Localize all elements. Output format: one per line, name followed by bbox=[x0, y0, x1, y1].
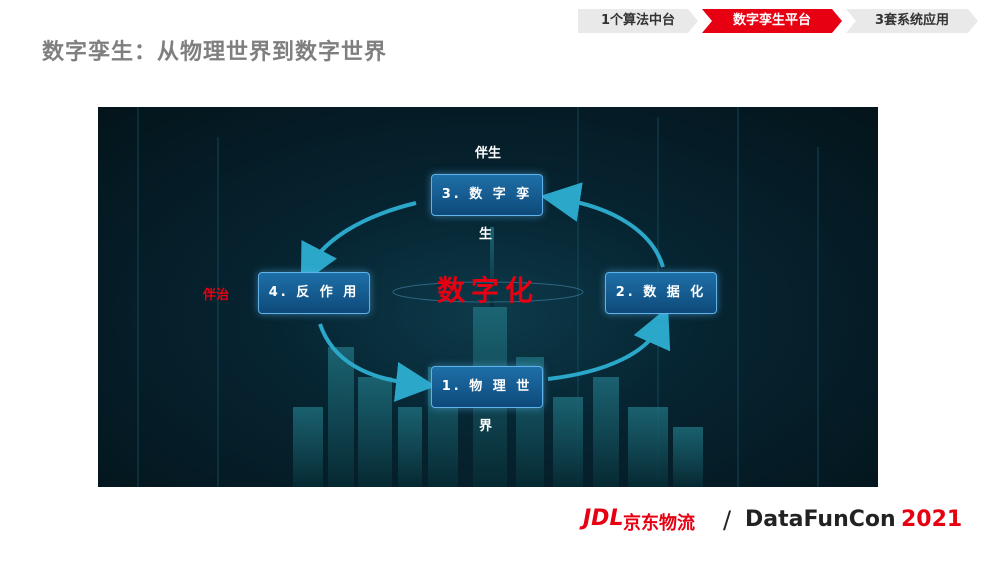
arrow-reaction-to-physical bbox=[318, 323, 436, 402]
node-data: 2. 数 据 化 bbox=[605, 272, 717, 314]
arrow-twin-to-reaction bbox=[300, 201, 417, 285]
progress-steps: 1个算法中台 数字孪生平台 3套系统应用 bbox=[578, 9, 978, 33]
companion-label: 伴生 bbox=[474, 146, 501, 161]
node-digital-twin: 3. 数 字 孪 生 bbox=[431, 174, 543, 242]
step-system-applications[interactable]: 3套系统应用 bbox=[846, 9, 978, 33]
center-label: 数字化 bbox=[436, 274, 539, 307]
page-title: 数字孪生：从物理世界到数字世界 bbox=[42, 40, 388, 65]
arrow-physical-to-data bbox=[547, 306, 671, 381]
arrow-data-to-twin bbox=[540, 182, 665, 268]
step-digital-twin-platform[interactable]: 数字孪生平台 bbox=[702, 9, 842, 33]
brand-separator: / bbox=[723, 506, 732, 534]
diagram-panel: 伴生 3. 数 字 孪 生 4. 反 作 用 2. 数 据 化 1. 物 理 世… bbox=[98, 107, 878, 487]
event-name: DataFunCon bbox=[745, 507, 896, 532]
node-reaction: 4. 反 作 用 bbox=[258, 272, 370, 314]
step-algorithm-platform[interactable]: 1个算法中台 bbox=[578, 9, 698, 33]
node-physical-world: 1. 物 理 世 界 bbox=[431, 366, 543, 434]
event-year: 2021 bbox=[901, 507, 963, 532]
company-name: 京东物流 bbox=[623, 513, 695, 534]
governance-label: 伴治 bbox=[203, 288, 230, 303]
jdl-logo: JDL bbox=[583, 506, 624, 531]
